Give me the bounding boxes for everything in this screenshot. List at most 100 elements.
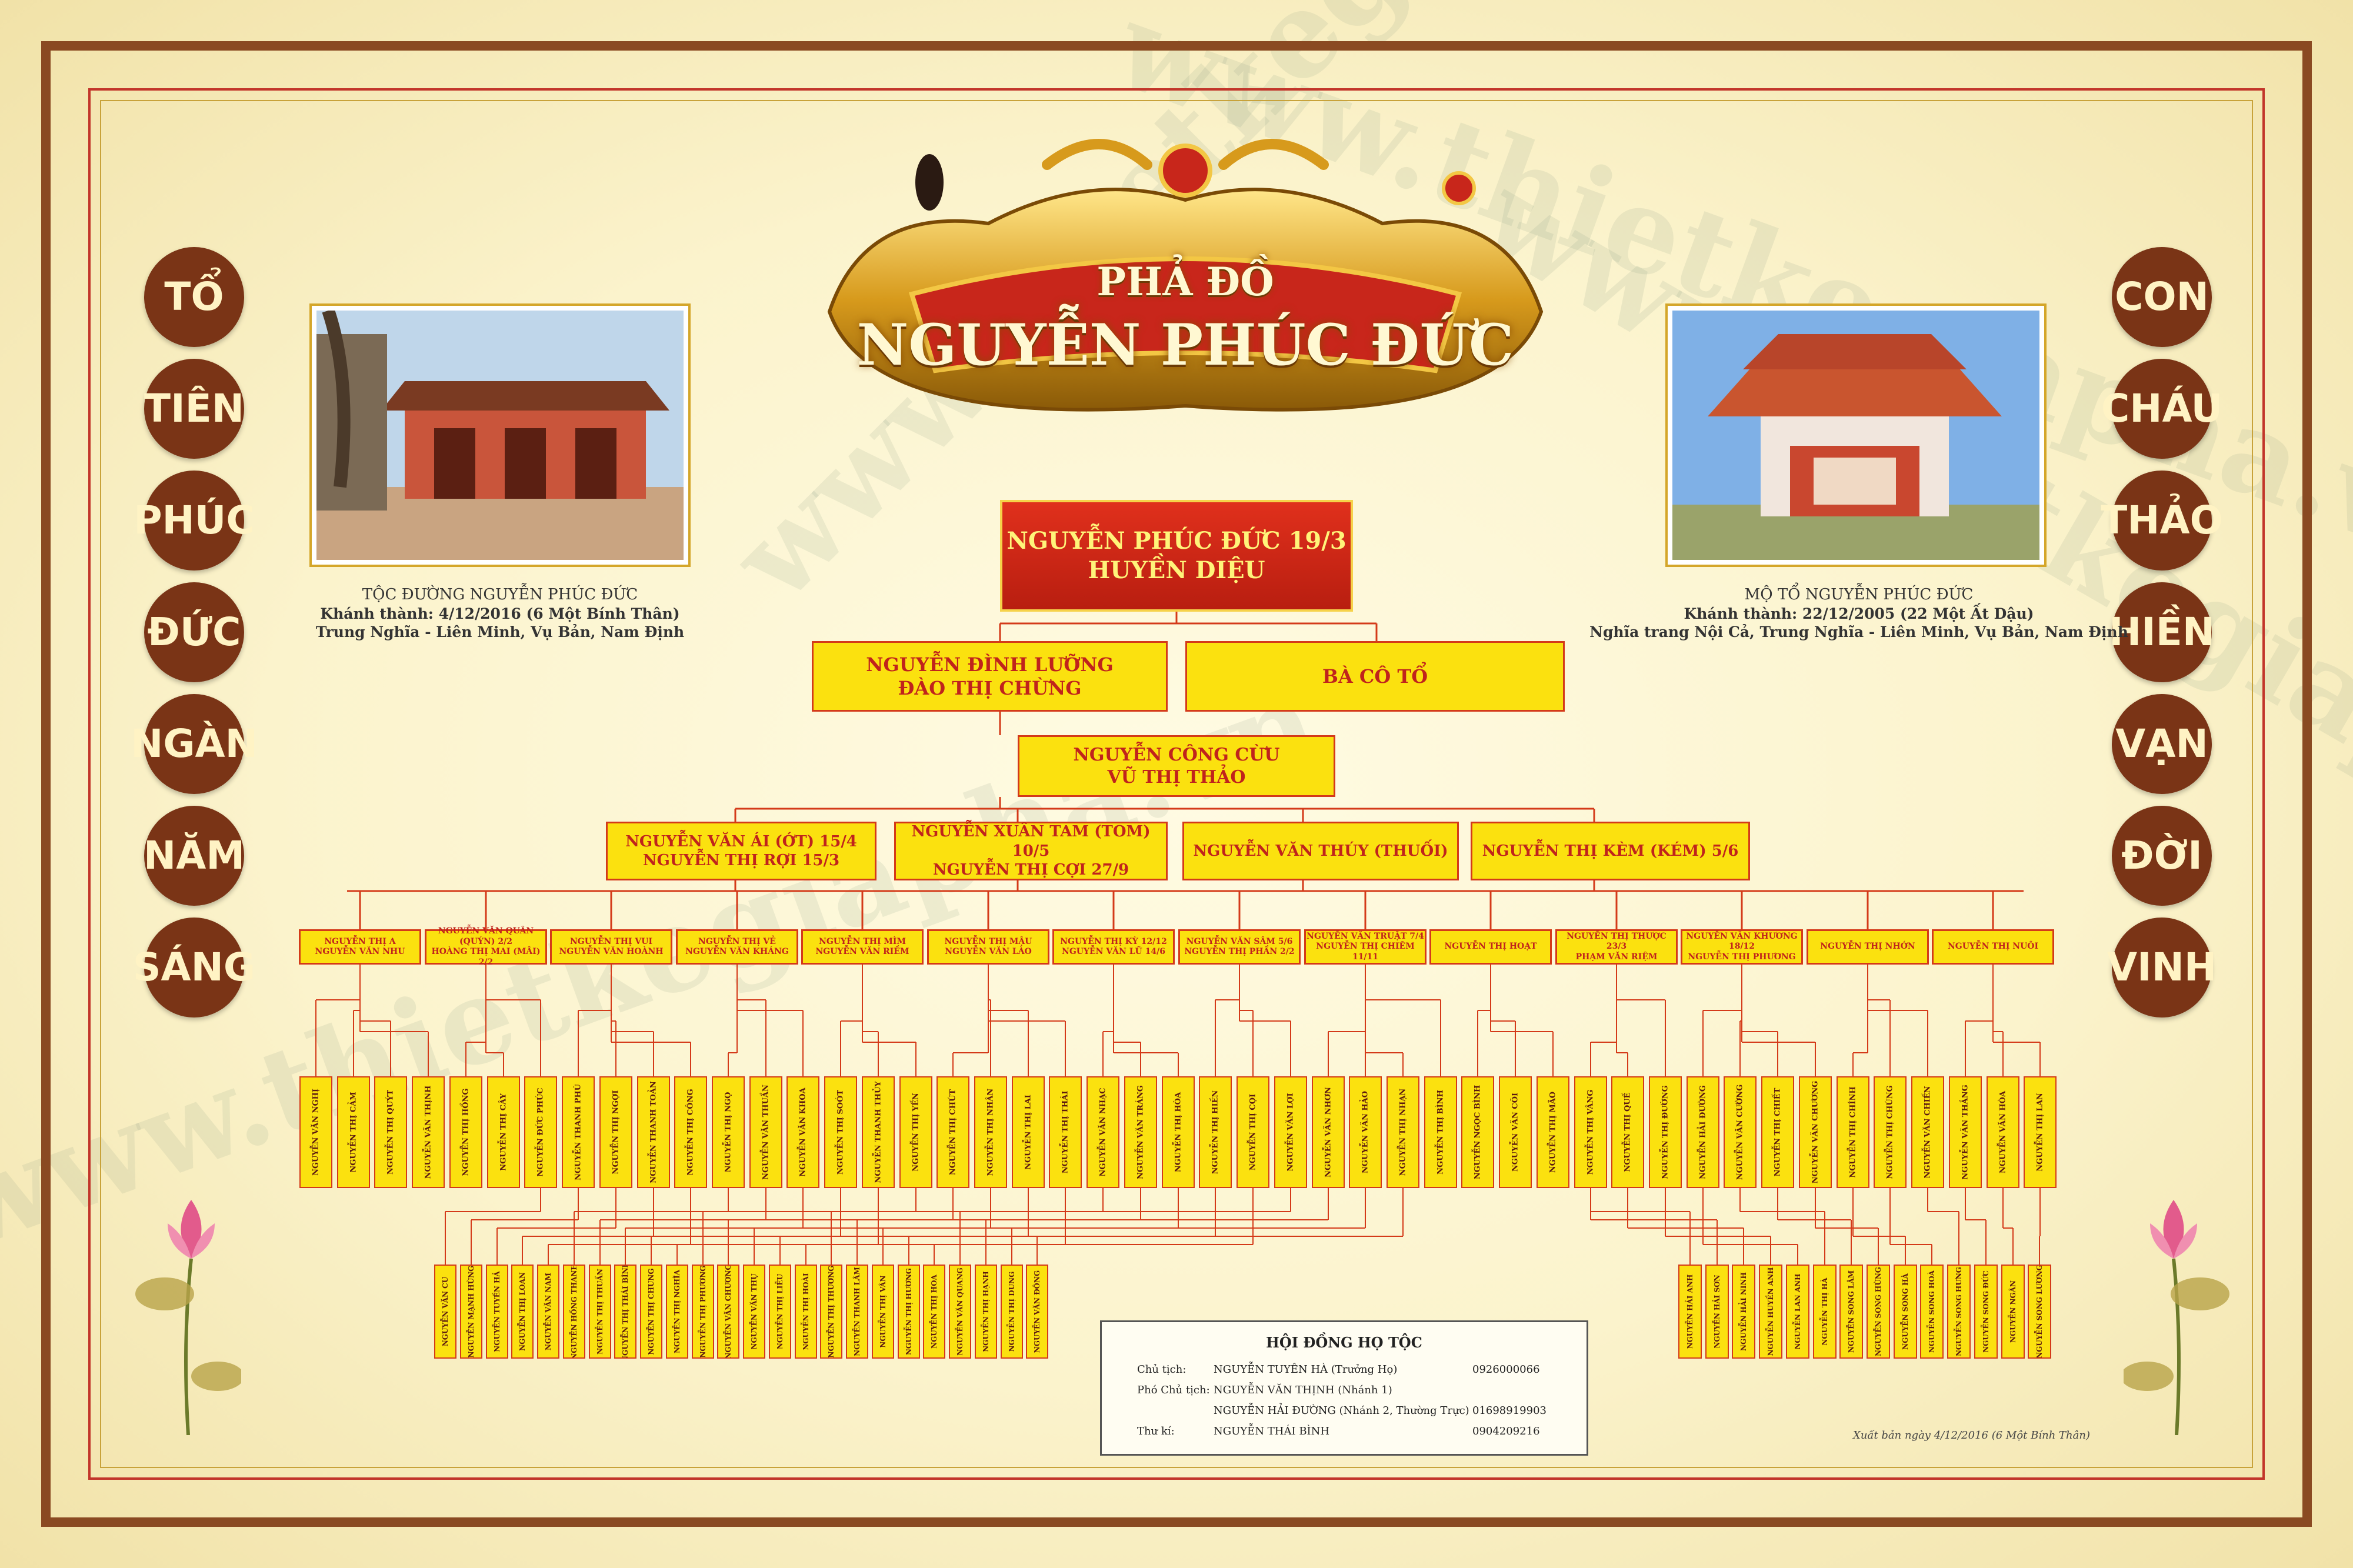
gen6-box: NGUYỄN VĂN LỢI: [1274, 1076, 1307, 1188]
gen6-box: NGUYỄN THANH PHÚ: [562, 1076, 595, 1188]
gen6-box: NGUYỄN THANH TOẢN: [637, 1076, 670, 1188]
gen7-box: NGUYỄN VĂN QUANG: [949, 1265, 971, 1359]
gen6-box: NGUYỄN THỊ CHÚT: [936, 1076, 969, 1188]
couplet-char: NĂM: [144, 806, 245, 906]
gen3-name: NGUYỄN CÔNG CỪU: [1073, 745, 1280, 765]
gen7-name: NGUYỄN THỊ PHƯƠNG: [699, 1265, 707, 1358]
gen7-box: NGUYỄN VĂN THỤ: [743, 1265, 765, 1359]
gen6-box: NGUYỄN VĂN THỊNH: [412, 1076, 445, 1188]
gen6-box: NGUYỄN THỊ QUẾ: [1611, 1076, 1644, 1188]
gen6-box: NGUYỄN THỊ CHÍNH: [1837, 1076, 1869, 1188]
gen7-name: NGUYỄN SONG HƯNG: [1955, 1266, 1963, 1357]
gen7-box: NGUYỄN HẢI SƠN: [1705, 1265, 1729, 1359]
gen2-name: BÀ CÔ TỔ: [1322, 665, 1428, 688]
ancestral-hall-photo: [309, 303, 691, 567]
gen4-name: NGUYỄN XUÂN TAM (TOM) 10/5: [911, 823, 1151, 860]
gen7-name: NGUYỄN THỊ VÂN: [879, 1275, 887, 1348]
couplet-char: VẠN: [2112, 694, 2212, 794]
council-member: NGUYỄN TUYÊN HÀ (Trưởng Họ): [1214, 1363, 1398, 1376]
gen7-name: NGUYỄN THỊ THÁI BÌNH: [621, 1265, 629, 1359]
gen7-name: NGUYỄN THỊ CHUNG: [647, 1268, 655, 1355]
gen7-box: NGUYỄN THỊ VÂN: [872, 1265, 894, 1359]
gen5-name: NGUYỄN THỊ MÌM: [819, 936, 906, 946]
gen7-box: NGUYỄN VĂN CHƯƠNG: [717, 1265, 739, 1359]
gen7-name: NGUYỄN THỊ HÀ: [1821, 1277, 1829, 1346]
clan-council-box: HỘI ĐỒNG HỌ TỘC Chủ tịch: NGUYỄN TUYÊN H…: [1100, 1320, 1588, 1456]
gen5-name: NGUYỄN THỊ NUÔI: [1947, 942, 2039, 952]
gen7-box: NGUYỄN VĂN ĐÔNG: [1026, 1265, 1048, 1359]
gen7-name: NGUYỄN THỊ LIỄU: [776, 1273, 784, 1350]
gen7-box: NGUYỄN SONG HƯNG: [1947, 1265, 1971, 1359]
gen5-spouse: NGUYỄN VĂN NHU: [315, 947, 405, 956]
gen6-box: NGUYỄN THỊ LAN: [2024, 1076, 2057, 1188]
root-ancestor-box: NGUYỄN PHÚC ĐỨC 19/3 HUYỀN DIỆU: [1000, 500, 1353, 612]
ancestor-tomb-image: [1672, 311, 2039, 560]
caption-title: TỘC ĐƯỜNG NGUYỄN PHÚC ĐỨC: [362, 586, 638, 603]
council-phone: 0904209216: [1472, 1425, 1540, 1437]
couplet-char: CON: [2112, 247, 2212, 347]
couplet-char: ĐỜI: [2112, 806, 2212, 906]
gen6-name: NGUYỄN VĂN CƯỜNG: [1735, 1084, 1745, 1180]
gen7-box: NGUYỄN VĂN NAM: [537, 1265, 559, 1359]
gen6-box: NGUYỄN VĂN HẢO: [1349, 1076, 1382, 1188]
gen6-box: NGUYỄN THỊ VÂNG: [1574, 1076, 1607, 1188]
gen6-name: NGUYỄN HẢI ĐƯỜNG: [1698, 1085, 1708, 1179]
gen7-name: NGUYỄN VĂN CHƯƠNG: [724, 1265, 732, 1359]
gen3-spouse: VŨ THỊ THẢO: [1107, 766, 1246, 788]
gen6-name: NGUYỄN VĂN NGHỊ: [311, 1089, 321, 1176]
gen6-box: NGUYỄN VĂN NHẠC: [1086, 1076, 1119, 1188]
banner-title-small: PHẢ ĐỒ: [1096, 259, 1274, 305]
lotus-right-icon: [2124, 1200, 2229, 1435]
gen5-name: NGUYỄN THỊ A: [324, 936, 396, 946]
gen7-box: NGUYỄN THỊ THÁI BÌNH: [614, 1265, 636, 1359]
gen7-name: NGUYỄN HẢI NINH: [1739, 1272, 1748, 1351]
gen5-spouse: NGUYỄN VĂN LŨ 14/6: [1062, 947, 1165, 956]
caption-title: MỘ TỔ NGUYỄN PHÚC ĐỨC: [1744, 586, 1974, 603]
gen6-box: NGUYỄN THỊ CỌI: [1237, 1076, 1269, 1188]
gen7-box: NGUYỄN SONG LƯƠNG: [2028, 1265, 2051, 1359]
gen7-name: NGUYỄN SONG HÀ: [1901, 1273, 1909, 1350]
gen6-box: NGUYỄN THỊ NHẠN: [1387, 1076, 1419, 1188]
gen6-name: NGUYỄN THỊ HÒA: [1174, 1092, 1183, 1173]
gen6-name: NGUYỄN THỊ CHÚT: [948, 1089, 958, 1176]
gen6-name: NGUYỄN VĂN HẢO: [1361, 1090, 1370, 1174]
couplet-char: ĐỨC: [144, 582, 244, 682]
couplet-char: THẢO: [2101, 471, 2223, 571]
gen7-name: NGUYỄN THỊ HOÀI: [802, 1273, 810, 1350]
gen6-name: NGUYỄN THỊ CỌI: [1248, 1093, 1258, 1171]
gen4-spouse: NGUYỄN THỊ CỢI 27/9: [932, 861, 1129, 879]
gen4-spouse: NGUYỄN THỊ RỢI 15/3: [642, 852, 840, 869]
gen6-box: NGUYỄN THỊ NGỌ: [712, 1076, 745, 1188]
gen7-box: NGUYỄN SONG HOÀ: [1920, 1265, 1944, 1359]
gen7-name: NGUYỄN THỊ LOAN: [518, 1272, 526, 1351]
gen7-name: NGUYỄN VĂN QUANG: [956, 1267, 964, 1356]
gen7-name: NGUYỄN HẢI SƠN: [1713, 1275, 1721, 1349]
ancestor-tomb-caption: MỘ TỔ NGUYỄN PHÚC ĐỨC Khánh thành: 22/12…: [1588, 585, 2129, 641]
gen7-box: NGUYỄN HỒNG THANH: [563, 1265, 585, 1359]
gen6-name: NGUYỄN THỊ CÂY: [499, 1093, 508, 1171]
gen6-name: NGUYỄN THỊ NHẠN: [1398, 1088, 1408, 1176]
gen7-box: NGUYỄN SONG LÂM: [1839, 1265, 1863, 1359]
couplet-char: SÁNG: [133, 918, 255, 1017]
gen5-box: NGUYỄN THỊ HOẠT: [1429, 929, 1552, 965]
gen6-box: NGUYỄN THỊ CHÚNG: [1874, 1076, 1907, 1188]
gen6-box: NGUYỄN THỊ MÃO: [1537, 1076, 1569, 1188]
gen6-box: NGUYỄN THANH THỦY: [862, 1076, 895, 1188]
gen5-name: NGUYỄN VĂN QUÂN (QUÝN) 2/2: [438, 926, 534, 946]
gen6-box: NGUYỄN THỊ LAI: [1012, 1076, 1045, 1188]
gen4-name: NGUYỄN VĂN THÚY (THUỐI): [1193, 842, 1448, 860]
gen6-box: NGUYỄN THỊ NGỢI: [599, 1076, 632, 1188]
gen7-box: NGUYỄN HUYỀN ANH: [1759, 1265, 1782, 1359]
gen6-name: NGUYỄN THỊ QUÝT: [386, 1089, 395, 1175]
gen6-name: NGUYỄN THỊ CHÚNG: [1885, 1085, 1895, 1179]
gen7-name: NGUYỄN THỊ HƯƠNG: [905, 1267, 913, 1356]
gen6-name: NGUYỄN THỊ CẢM: [349, 1092, 358, 1173]
